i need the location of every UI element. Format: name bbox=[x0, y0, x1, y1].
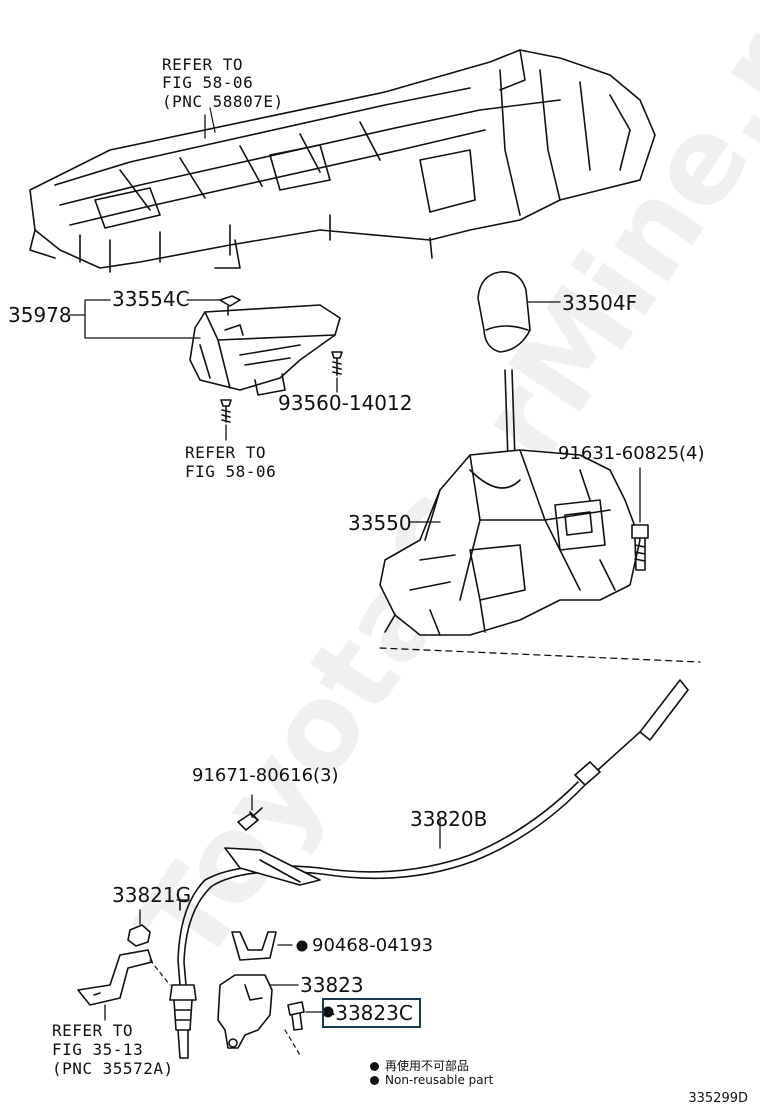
console-bracket-drawing bbox=[29, 49, 656, 273]
refer-fig-35-13-line1: REFER TO bbox=[52, 1021, 134, 1040]
shift-cable-drawing bbox=[177, 679, 689, 986]
refer-fig-58-06-top-line1: REFER TO bbox=[162, 55, 244, 74]
legend-jp-text: 再使用不可部品 bbox=[385, 1059, 470, 1073]
bracket-33823-drawing bbox=[217, 974, 301, 1056]
part-33820b: 33820B bbox=[410, 807, 488, 831]
part-33823c: 33823C bbox=[335, 1001, 413, 1025]
nut-33821g-drawing bbox=[127, 899, 189, 947]
refer-fig-58-06-mid-line2: FIG 58-06 bbox=[185, 462, 277, 481]
screw-91671-drawing bbox=[237, 794, 263, 831]
console-box-drawing bbox=[189, 295, 341, 396]
cable-end-drawing bbox=[169, 984, 197, 1059]
part-93560-14012: 93560-14012 bbox=[278, 391, 413, 415]
refer-fig-58-06-top-line3: (PNC 58807E) bbox=[162, 92, 284, 111]
part-33554c: 33554C bbox=[112, 287, 190, 311]
part-33821g: 33821G bbox=[112, 883, 192, 907]
part-90468-04193: 90468-04193 bbox=[312, 935, 434, 956]
figure-code: 335299D bbox=[688, 1091, 748, 1106]
clip-90468-drawing bbox=[231, 931, 293, 961]
part-33823c-highlighted: -33823C bbox=[322, 998, 421, 1028]
bolt-33823c-drawing bbox=[287, 1001, 323, 1031]
part-33823: 33823 bbox=[300, 973, 364, 997]
refer-fig-58-06-top-line2: FIG 58-06 bbox=[162, 73, 254, 92]
refer-fig-35-13-line3: (PNC 35572A) bbox=[52, 1059, 174, 1078]
part-33504f: 33504F bbox=[562, 291, 638, 315]
legend-en: Non-reusable part bbox=[370, 1073, 493, 1087]
shift-lever-assembly-drawing bbox=[379, 369, 641, 636]
refer-fig-35-13-line2: FIG 35-13 bbox=[52, 1040, 144, 1059]
cable-bracket-drawing bbox=[77, 949, 171, 1021]
non-reusable-dot-icon bbox=[370, 1076, 379, 1085]
legend-en-text: Non-reusable part bbox=[385, 1073, 494, 1087]
refer-fig-58-06-mid-line1: REFER TO bbox=[185, 443, 267, 462]
non-reusable-dot-icon bbox=[370, 1062, 379, 1071]
legend-jp: 再使用不可部品 bbox=[370, 1057, 469, 1074]
screw-refer-drawing bbox=[220, 399, 232, 441]
bolt-91631-drawing bbox=[631, 467, 649, 571]
screw-93560-drawing bbox=[331, 351, 343, 393]
part-91631-60825: 91631-60825(4) bbox=[558, 443, 705, 464]
part-91671-80616: 91671-80616(3) bbox=[192, 765, 339, 786]
part-35978: 35978 bbox=[8, 303, 72, 327]
shift-knob-drawing bbox=[477, 271, 561, 353]
part-33550: 33550 bbox=[348, 511, 412, 535]
